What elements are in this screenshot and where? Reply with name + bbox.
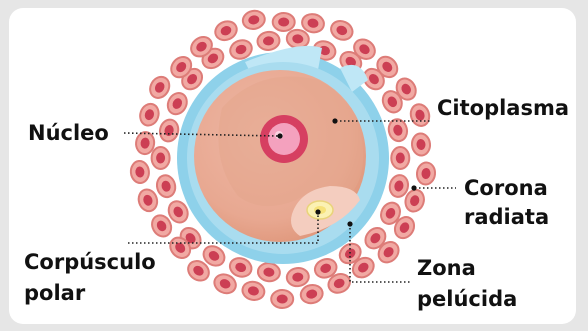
label-corpusculo-line2: polar	[24, 281, 156, 306]
leader-dot-citoplasma	[332, 118, 337, 123]
label-corona-line1: Corona	[464, 176, 549, 201]
corona-cell	[387, 117, 410, 143]
corona-cell	[411, 133, 431, 157]
corona-cell	[158, 118, 181, 144]
corona-cell	[212, 18, 239, 43]
leader-dot-nucleo	[277, 133, 282, 138]
corona-cell	[164, 90, 190, 118]
corona-cell	[155, 173, 178, 199]
corona-cell	[257, 262, 281, 283]
corona-cell	[416, 162, 436, 186]
label-zona-line2: pelúcida	[417, 287, 517, 312]
corona-cell	[408, 102, 432, 128]
label-nucleo: Núcleo	[28, 121, 109, 146]
label-corpusculo-line1: Corpúsculo	[24, 250, 156, 275]
corona-cell	[136, 187, 160, 213]
label-corpusculo-polar: Corpúsculo polar	[24, 250, 156, 300]
label-zona-pelucida: Zona pelúcida	[417, 256, 517, 306]
corona-cell	[286, 267, 310, 288]
corona-cell	[328, 18, 355, 43]
nucleus-inner	[268, 123, 300, 155]
label-corona-line2: radiata	[464, 205, 549, 230]
leader-dot-corpusculo	[315, 209, 320, 214]
corona-cell	[241, 9, 266, 31]
corona-cell	[146, 73, 173, 101]
leader-dot-corona	[411, 185, 416, 190]
corona-cell	[241, 280, 266, 302]
corona-cell	[152, 147, 170, 169]
label-zona-line1: Zona	[417, 256, 517, 281]
corona-cell	[273, 13, 295, 31]
corona-cell	[137, 101, 161, 128]
label-citoplasma: Citoplasma	[437, 96, 569, 121]
leader-dot-zona	[347, 221, 352, 226]
corona-cell	[256, 31, 280, 52]
corona-cell	[391, 147, 409, 169]
corona-cell	[299, 283, 324, 305]
label-corona-radiata: Corona radiata	[464, 176, 549, 226]
corona-cell	[271, 290, 293, 308]
corona-cell	[130, 160, 150, 184]
